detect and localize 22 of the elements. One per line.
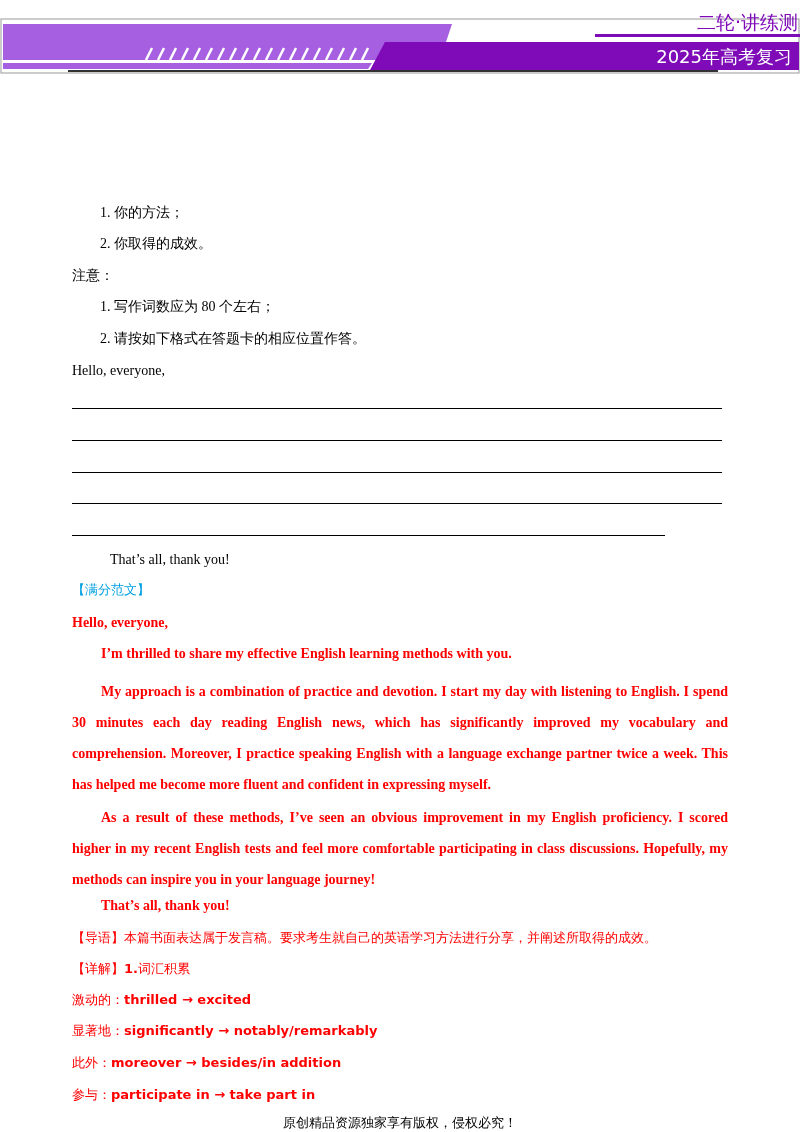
vocabulary-item: 激动的：thrilled → excited	[72, 991, 253, 1009]
list-item: 1. 写作词数应为 80 个左右；	[100, 298, 276, 316]
vocabulary-item: 参与：participate in → take part in	[72, 1086, 317, 1104]
section-heading: 【详解】1.词汇积累	[72, 960, 191, 978]
closing-text: That’s all, thank you!	[110, 551, 231, 569]
paragraph: I’m thrilled to share my effective English learning methods with you.	[100, 645, 513, 663]
list-item: 1. 你的方法；	[100, 204, 185, 222]
paragraph: As a result of these methods, I’ve seen an obvious improvement in my English proficiency. I scored higher in my recent English tests and feel more comfortable participating in class discussions. Hopefully, my methods can inspire you in your language journey!	[72, 809, 728, 889]
header-text: 二轮·讲练测	[695, 10, 798, 34]
footer-text: 原创精品资源独家享有版权，侵权必究！	[282, 1114, 518, 1132]
paragraph: 【导语】本篇书面表达属于发言稿。要求考生就自己的英语学习方法进行分享，并阐述所取得的成效。	[72, 929, 658, 947]
section-heading: 【满分范文】	[72, 581, 151, 599]
closing-text: That’s all, thank you!	[100, 897, 231, 915]
vocabulary-item: 此外：moreover → besides/in addition	[72, 1054, 343, 1072]
list-item: 2. 你取得的成效。	[100, 235, 213, 253]
header-text: 2025年高考复习	[655, 45, 792, 69]
greeting-text: Hello, everyone,	[72, 362, 166, 380]
note-heading: 注意：	[72, 267, 115, 285]
vocabulary-item: 显著地：significantly → notably/remarkably	[72, 1022, 379, 1040]
greeting-text: Hello, everyone,	[72, 614, 170, 632]
list-item: 2. 请按如下格式在答题卡的相应位置作答。	[100, 330, 367, 348]
paragraph: My approach is a combination of practice and devotion. I start my day with listening to English. I spend 30 minutes each day reading English news, which has significantly improved my vocabulary and comprehension. Moreover, I practice speaking English with a language exchange partner twice a week. This has helped me become more fluent and confident in expressing myself.	[72, 683, 728, 794]
